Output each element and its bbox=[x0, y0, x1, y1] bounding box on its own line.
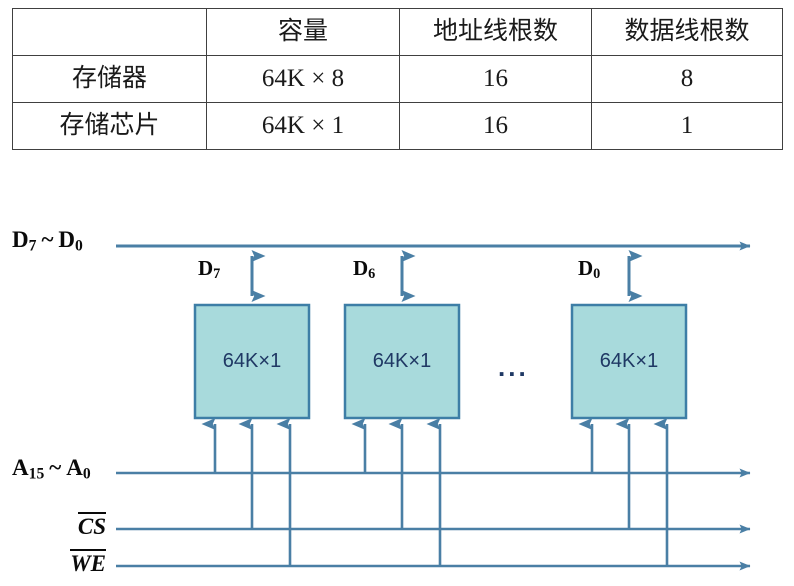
address-bus-label-main: A bbox=[12, 455, 29, 480]
memory-chip-label-1: 64K×1 bbox=[222, 350, 282, 372]
address-bus-label-main2: A bbox=[66, 455, 83, 480]
memory-chip-label-3: 64K×1 bbox=[599, 350, 659, 372]
table-header-row: 容量 地址线根数 数据线根数 bbox=[12, 8, 783, 56]
table-header-cell-3: 数据线根数 bbox=[591, 8, 783, 56]
data-bus-label-sub-low: 0 bbox=[75, 237, 83, 255]
address-bus-label: A15~A0 bbox=[12, 456, 91, 482]
data-bus-label-main2: D bbox=[58, 227, 76, 252]
memory-spec-table: 容量 地址线根数 数据线根数 存储器 64K × 8 16 8 存储芯片 64K… bbox=[12, 8, 783, 150]
table-header-cell-0 bbox=[12, 8, 207, 56]
data-line-label-d0: D0 bbox=[578, 256, 601, 283]
data-line-label-d7-sub: 7 bbox=[213, 266, 221, 283]
data-line-label-d7: D7 bbox=[198, 256, 221, 283]
data-line-label-d7-main: D bbox=[198, 256, 214, 280]
address-bus-label-tilde: ~ bbox=[49, 455, 62, 480]
chip-select-bus-label: CS bbox=[60, 512, 106, 538]
table-cell-r1c1: 64K × 1 bbox=[206, 102, 400, 150]
data-line-label-d0-main: D bbox=[578, 256, 594, 280]
table-cell-r1c3: 1 bbox=[591, 102, 783, 150]
table-header-cell-1: 容量 bbox=[206, 8, 400, 56]
address-bus-label-sub-high: 15 bbox=[28, 465, 45, 483]
data-line-label-d0-sub: 0 bbox=[593, 266, 601, 283]
data-bus-label-main: D bbox=[12, 227, 29, 252]
table-cell-r0c1: 64K × 8 bbox=[206, 55, 400, 103]
table-cell-r0c2: 16 bbox=[399, 55, 592, 103]
table-cell-r1c2: 16 bbox=[399, 102, 592, 150]
table-cell-r0c3: 8 bbox=[591, 55, 783, 103]
write-enable-overline-text: WE bbox=[70, 549, 106, 576]
table-cell-r1c0: 存储芯片 bbox=[12, 102, 207, 150]
data-bus-label: D7~D0 bbox=[12, 228, 83, 254]
table-header-cell-2: 地址线根数 bbox=[399, 8, 592, 56]
address-bus-label-sub-low: 0 bbox=[82, 465, 91, 483]
chip-select-overline-text: CS bbox=[77, 512, 106, 539]
data-line-label-d6-main: D bbox=[353, 256, 369, 280]
memory-chip-label-2: 64K×1 bbox=[372, 350, 432, 372]
chips-ellipsis: ... bbox=[498, 352, 529, 382]
data-line-label-d6-sub: 6 bbox=[368, 266, 376, 283]
data-bus-label-tilde: ~ bbox=[41, 227, 54, 252]
table-row: 存储器 64K × 8 16 8 bbox=[12, 55, 783, 103]
write-enable-bus-label: WE bbox=[50, 549, 106, 575]
data-bus-label-sub-high: 7 bbox=[28, 237, 37, 255]
table-row: 存储芯片 64K × 1 16 1 bbox=[12, 102, 783, 150]
table-cell-r0c0: 存储器 bbox=[12, 55, 207, 103]
data-line-label-d6: D6 bbox=[353, 256, 376, 283]
